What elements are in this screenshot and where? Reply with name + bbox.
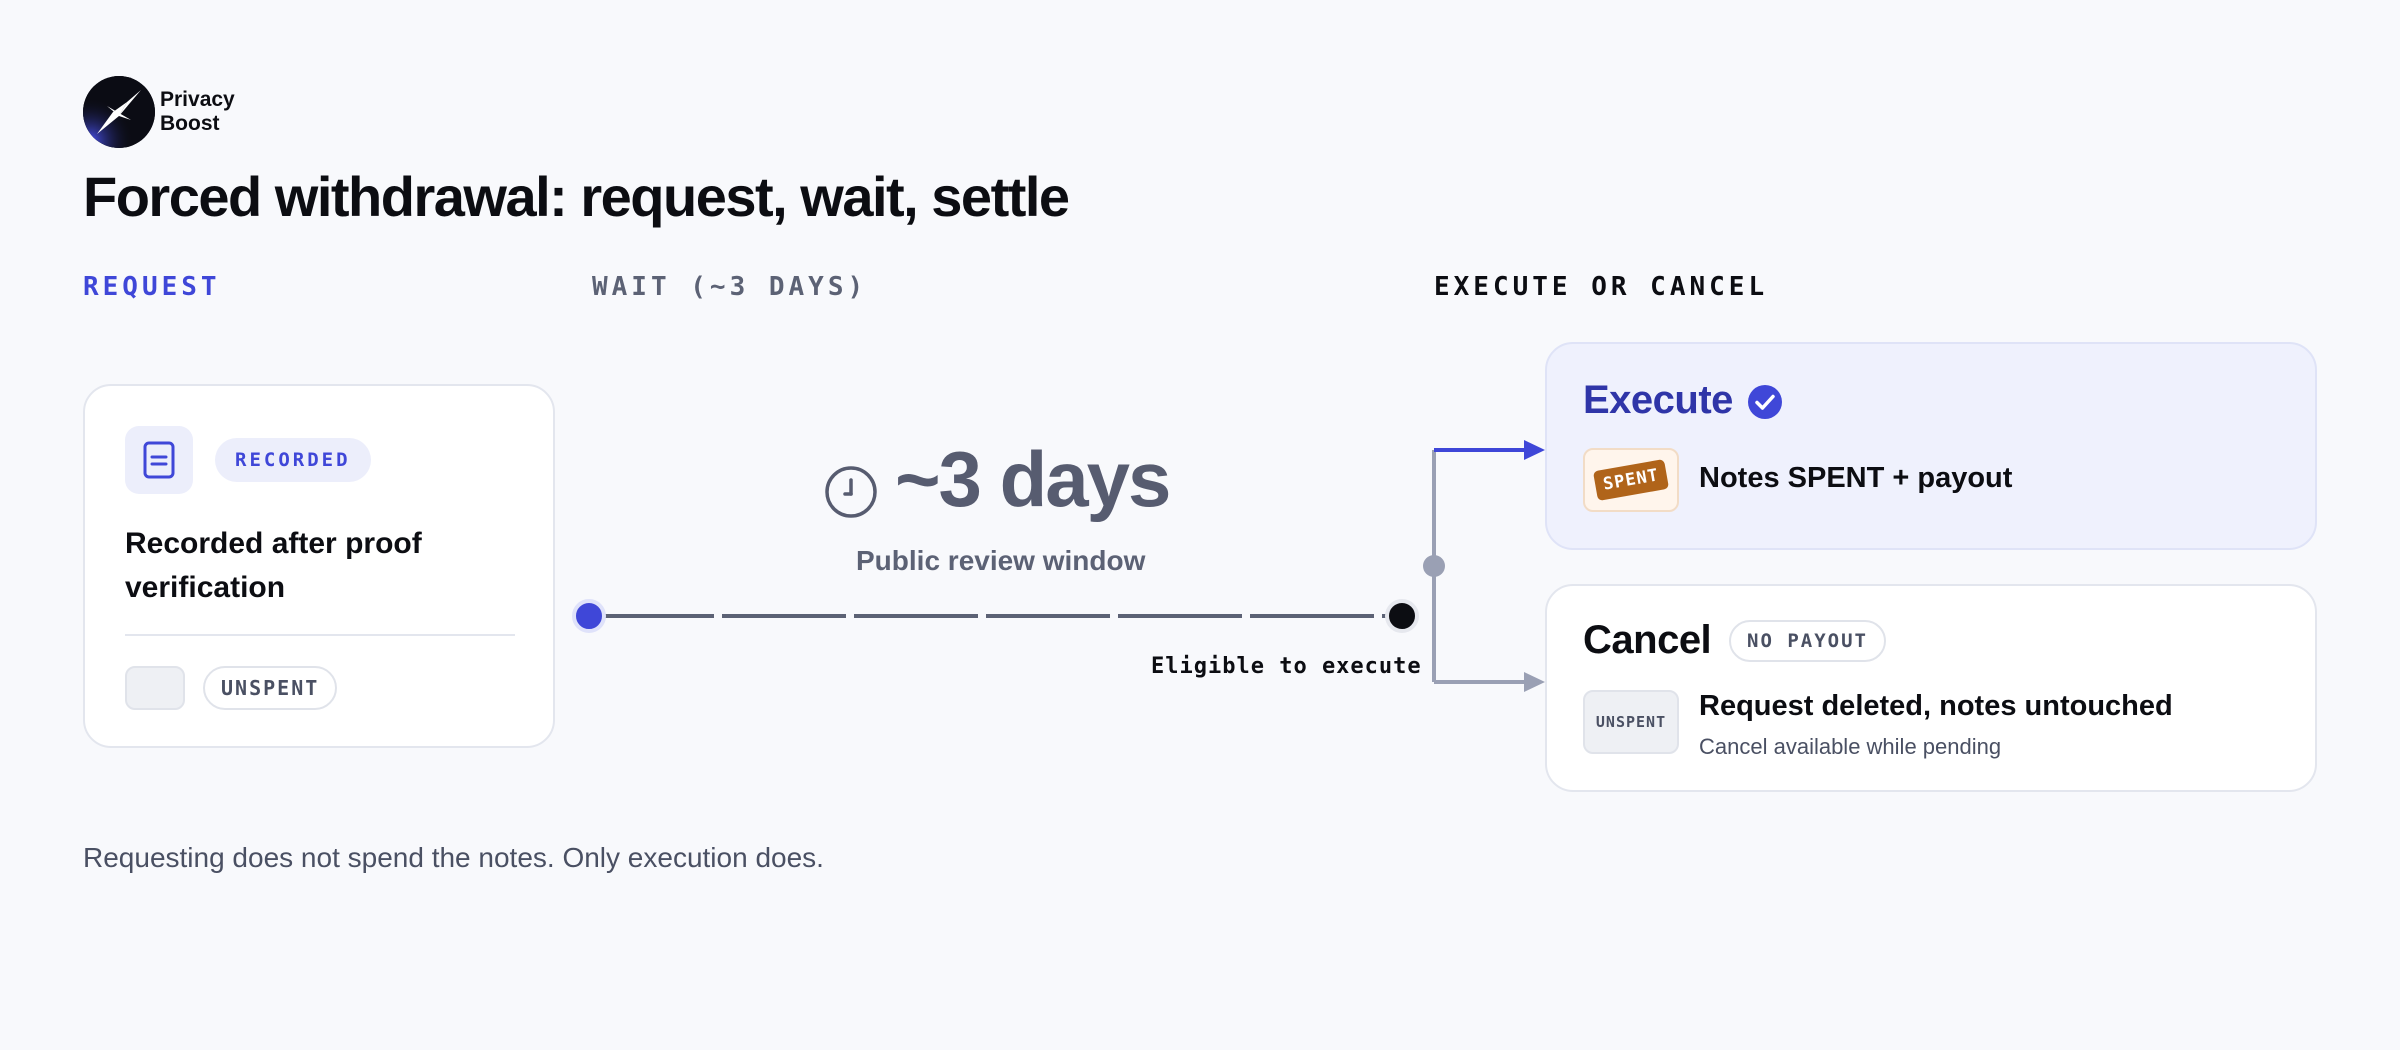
execute-arrowhead [1524,440,1545,460]
clock-icon [824,465,878,524]
spent-stamp: SPENT [1592,458,1670,502]
note-placeholder [125,666,185,710]
brand-name: Privacy Boost [160,88,235,136]
cancel-arrowhead [1524,672,1545,692]
execute-description: Notes SPENT + payout [1699,462,2013,494]
branch-node [1423,555,1445,577]
spent-stamp-box: SPENT [1583,448,1679,512]
cancel-title: Cancel [1583,618,1712,662]
execute-card: Execute SPENT Notes SPENT + payout [1545,342,2317,550]
card-divider [125,634,515,636]
page-title: Forced withdrawal: request, wait, settle [83,165,1070,228]
brand-logo [83,76,155,148]
request-card: RECORDED Recorded after proof verificati… [83,384,555,748]
cancel-subtext: Cancel available while pending [1699,734,2002,759]
timeline-start-dot [572,599,606,633]
check-circle-icon [1747,384,1783,425]
recorded-badge: RECORDED [215,438,371,482]
brand-name-line1: Privacy [160,88,235,111]
cancel-description: Request deleted, notes untouched [1699,690,2173,722]
unspent-badge: UNSPENT [203,666,338,710]
brand-name-line2: Boost [160,112,220,135]
wait-duration: ~3 days [895,435,1171,523]
review-window-label: Public review window [856,545,1146,576]
execute-title: Execute [1583,378,1733,422]
cancel-card: Cancel NO PAYOUT UNSPENT Request deleted… [1545,584,2317,792]
stage-label-request: REQUEST [83,272,221,302]
request-description: Recorded after proof verification [125,527,422,604]
no-payout-badge: NO PAYOUT [1729,620,1886,662]
timeline-end-dot [1385,599,1419,633]
eligible-label: Eligible to execute [1151,654,1422,679]
unspent-status-box: UNSPENT [1583,690,1679,754]
document-icon [125,426,193,494]
stage-label-wait: WAIT (~3 DAYS) [592,272,868,302]
footnote: Requesting does not spend the notes. Onl… [83,842,824,873]
stage-label-execute-or-cancel: EXECUTE OR CANCEL [1434,272,1769,302]
